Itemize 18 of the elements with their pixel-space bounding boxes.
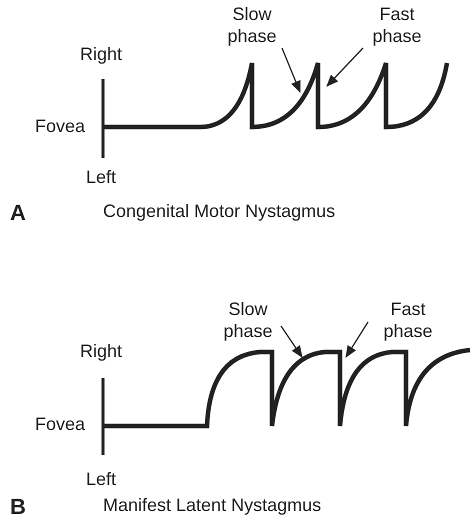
- leader-line: [281, 48, 301, 93]
- phase-label: Fast phase: [376, 299, 440, 342]
- axis-label: Right: [80, 44, 122, 66]
- axis-label: Fovea: [35, 116, 86, 138]
- phase-label: Slow phase: [216, 299, 280, 342]
- axis-label: Fovea: [35, 414, 86, 436]
- panel-letter: A: [10, 200, 26, 226]
- caption-text: Congenital Motor Nystagmus: [103, 201, 336, 223]
- axis-label: Left: [86, 469, 116, 491]
- axis-label: Left: [86, 167, 116, 189]
- phase-label: Fast phase: [365, 4, 429, 48]
- phase-label: Slow phase: [220, 4, 284, 48]
- caption-text: Manifest Latent Nystagmus: [103, 495, 322, 517]
- axis-label: Right: [80, 341, 122, 363]
- leader-line: [326, 48, 364, 87]
- panel-letter: B: [10, 494, 26, 520]
- leader-line: [345, 322, 369, 358]
- leader-line: [280, 326, 303, 358]
